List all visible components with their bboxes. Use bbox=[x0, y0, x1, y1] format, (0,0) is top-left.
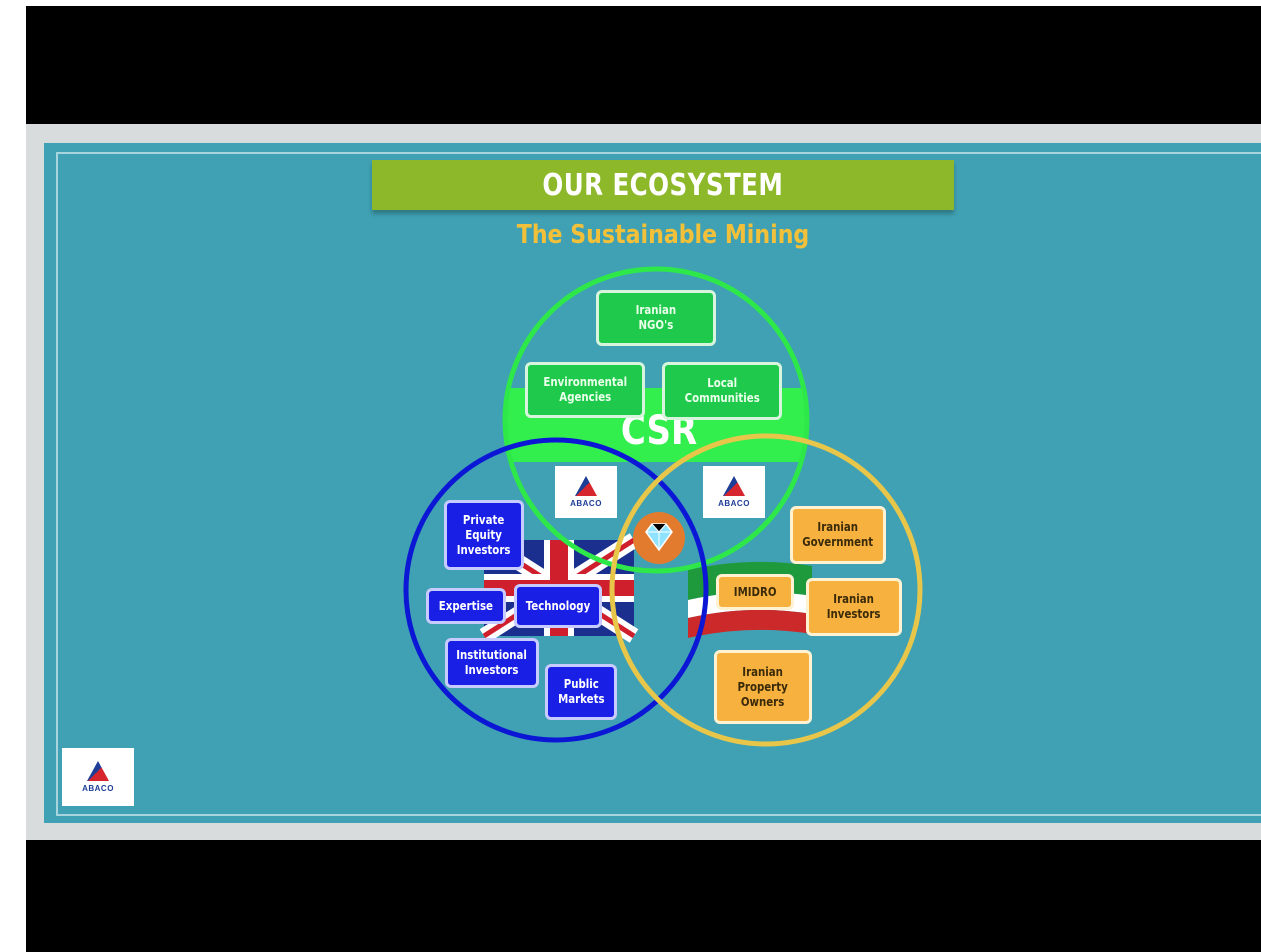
slide-title: OUR ECOSYSTEM bbox=[542, 167, 784, 203]
abaco-logo: ABACO bbox=[703, 466, 765, 518]
box-iranian-ngos: Iranian NGO's bbox=[596, 290, 716, 346]
diamond-icon bbox=[633, 512, 685, 564]
box-iranian-government: Iranian Government bbox=[790, 506, 886, 564]
abaco-logo-corner: ABACO bbox=[62, 748, 134, 806]
box-iranian-investors: Iranian Investors bbox=[806, 578, 902, 636]
abaco-logo: ABACO bbox=[555, 466, 617, 518]
box-technology: Technology bbox=[514, 584, 602, 628]
box-imidro: IMIDRO bbox=[716, 574, 794, 610]
box-public-markets: Public Markets bbox=[545, 664, 617, 720]
box-environmental-agencies: Environmental Agencies bbox=[525, 362, 645, 418]
box-iranian-property-owners: Iranian Property Owners bbox=[714, 650, 812, 724]
box-local-communities: Local Communities bbox=[662, 362, 782, 420]
letterbox-bottom bbox=[26, 840, 1261, 952]
slide-subtitle: The Sustainable Mining bbox=[516, 220, 810, 250]
chalk-border bbox=[56, 152, 1261, 816]
letterbox-top bbox=[26, 6, 1261, 124]
box-private-equity-investors: Private Equity Investors bbox=[444, 500, 524, 570]
box-institutional-investors: Institutional Investors bbox=[445, 638, 539, 688]
title-banner: OUR ECOSYSTEM bbox=[372, 160, 954, 210]
uk-circle bbox=[403, 437, 709, 743]
csr-circle bbox=[502, 266, 810, 574]
box-expertise: Expertise bbox=[426, 588, 506, 624]
iran-circle bbox=[609, 433, 923, 747]
